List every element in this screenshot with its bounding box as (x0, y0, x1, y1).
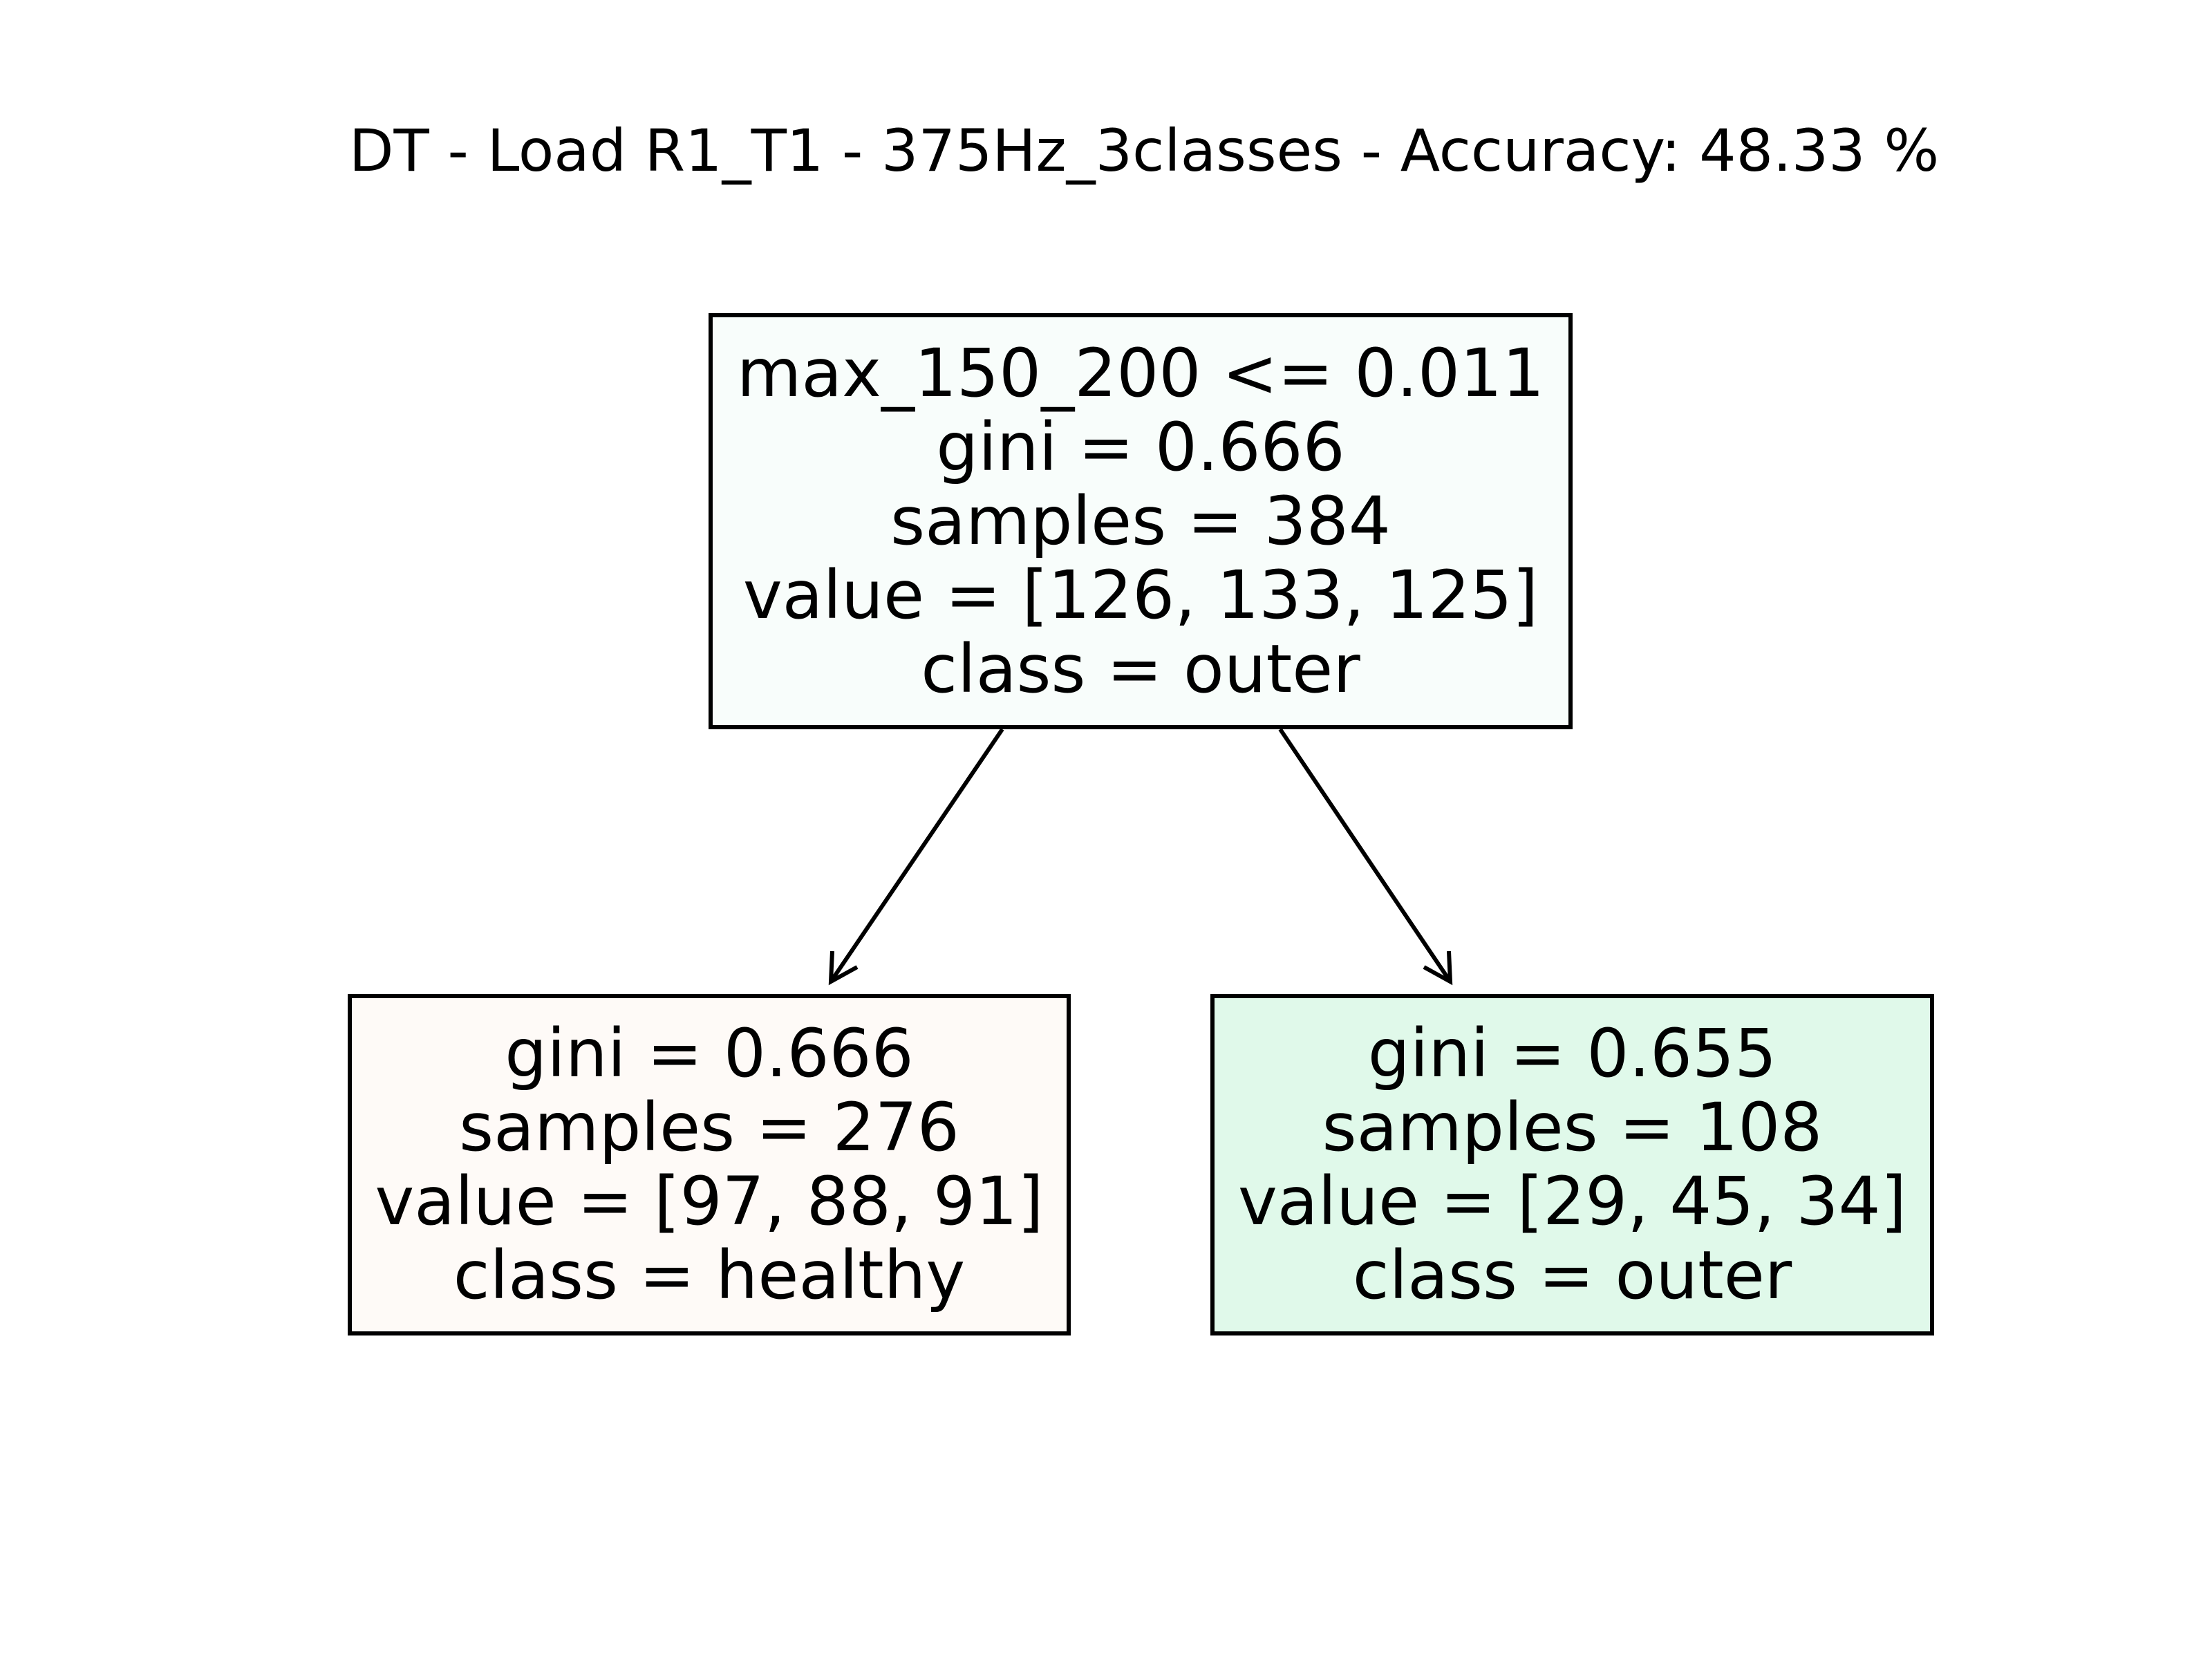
node-value: value = [29, 45, 34] (1237, 1163, 1907, 1240)
figure-title: DT - Load R1_T1 - 375Hz_3classes - Accur… (348, 117, 1940, 185)
node-samples: samples = 276 (459, 1089, 959, 1166)
node-samples: samples = 108 (1322, 1089, 1823, 1166)
tree-node-right-leaf: gini = 0.655 samples = 108 value = [29, … (1210, 994, 1934, 1335)
node-class: class = healthy (453, 1237, 966, 1314)
node-value: value = [126, 133, 125] (742, 556, 1539, 634)
node-samples: samples = 384 (890, 482, 1391, 560)
node-value: value = [97, 88, 91] (375, 1163, 1044, 1240)
tree-node-root: max_150_200 <= 0.011 gini = 0.666 sample… (709, 313, 1573, 729)
node-class: class = outer (921, 630, 1360, 708)
edge-root-to-right (1278, 728, 1453, 986)
arrowhead (828, 950, 859, 986)
arrowhead (1423, 950, 1453, 986)
node-split-condition: max_150_200 <= 0.011 (736, 334, 1545, 412)
node-gini: gini = 0.655 (1367, 1015, 1777, 1092)
edge-root-to-left (828, 728, 1004, 986)
node-gini: gini = 0.666 (936, 408, 1345, 486)
node-class: class = outer (1352, 1237, 1792, 1314)
tree-node-left-leaf: gini = 0.666 samples = 276 value = [97, … (348, 994, 1071, 1335)
node-gini: gini = 0.666 (505, 1015, 914, 1092)
